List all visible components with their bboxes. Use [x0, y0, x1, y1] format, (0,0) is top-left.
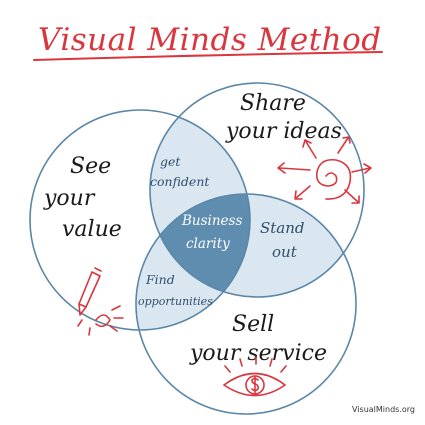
- share-label-1: Share: [240, 91, 306, 116]
- circle-share: [149, 82, 365, 298]
- title-underline: [33, 51, 383, 61]
- circle-see: [29, 109, 251, 331]
- sell-label-1: Sell: [232, 312, 274, 337]
- overlap-share-sell-label-2: out: [272, 243, 298, 261]
- center-label-1: Business: [181, 213, 242, 229]
- overlap-center: [150, 194, 250, 297]
- overlap-share-sell-label-1: Stand: [260, 219, 305, 237]
- pencil-icon: [77, 267, 124, 336]
- overlap-see-share-label-2: confident: [150, 174, 210, 189]
- diagram-title: Visual Minds Method: [38, 22, 382, 58]
- see-label-3: value: [62, 217, 122, 242]
- overlap-see-share-label-1: get: [160, 154, 181, 169]
- credit-text: VisualMinds.org: [352, 405, 415, 414]
- spiral-arrows-icon: [277, 136, 372, 204]
- see-label-1: See: [70, 154, 111, 179]
- share-label-2: your ideas: [225, 119, 342, 144]
- dollar-eye-icon: [222, 356, 287, 397]
- overlap-see-sell-label-2: opportunities: [138, 295, 213, 308]
- center-label-2: clarity: [186, 236, 230, 252]
- sell-label-2: your service: [189, 341, 327, 366]
- see-label-2: your: [43, 186, 96, 211]
- circle-sell: [135, 193, 357, 415]
- overlap-see-sell-label-1: Find: [145, 272, 175, 287]
